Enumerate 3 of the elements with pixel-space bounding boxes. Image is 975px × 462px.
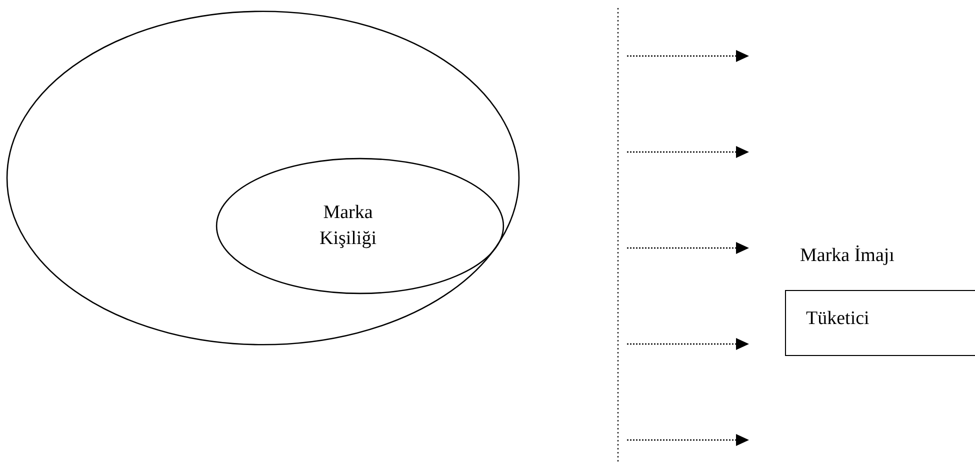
box-text: Tüketici (806, 307, 870, 331)
heading: Marka İmajı (800, 244, 894, 268)
ellipse-label: Marka Kişiliği (318, 201, 378, 251)
